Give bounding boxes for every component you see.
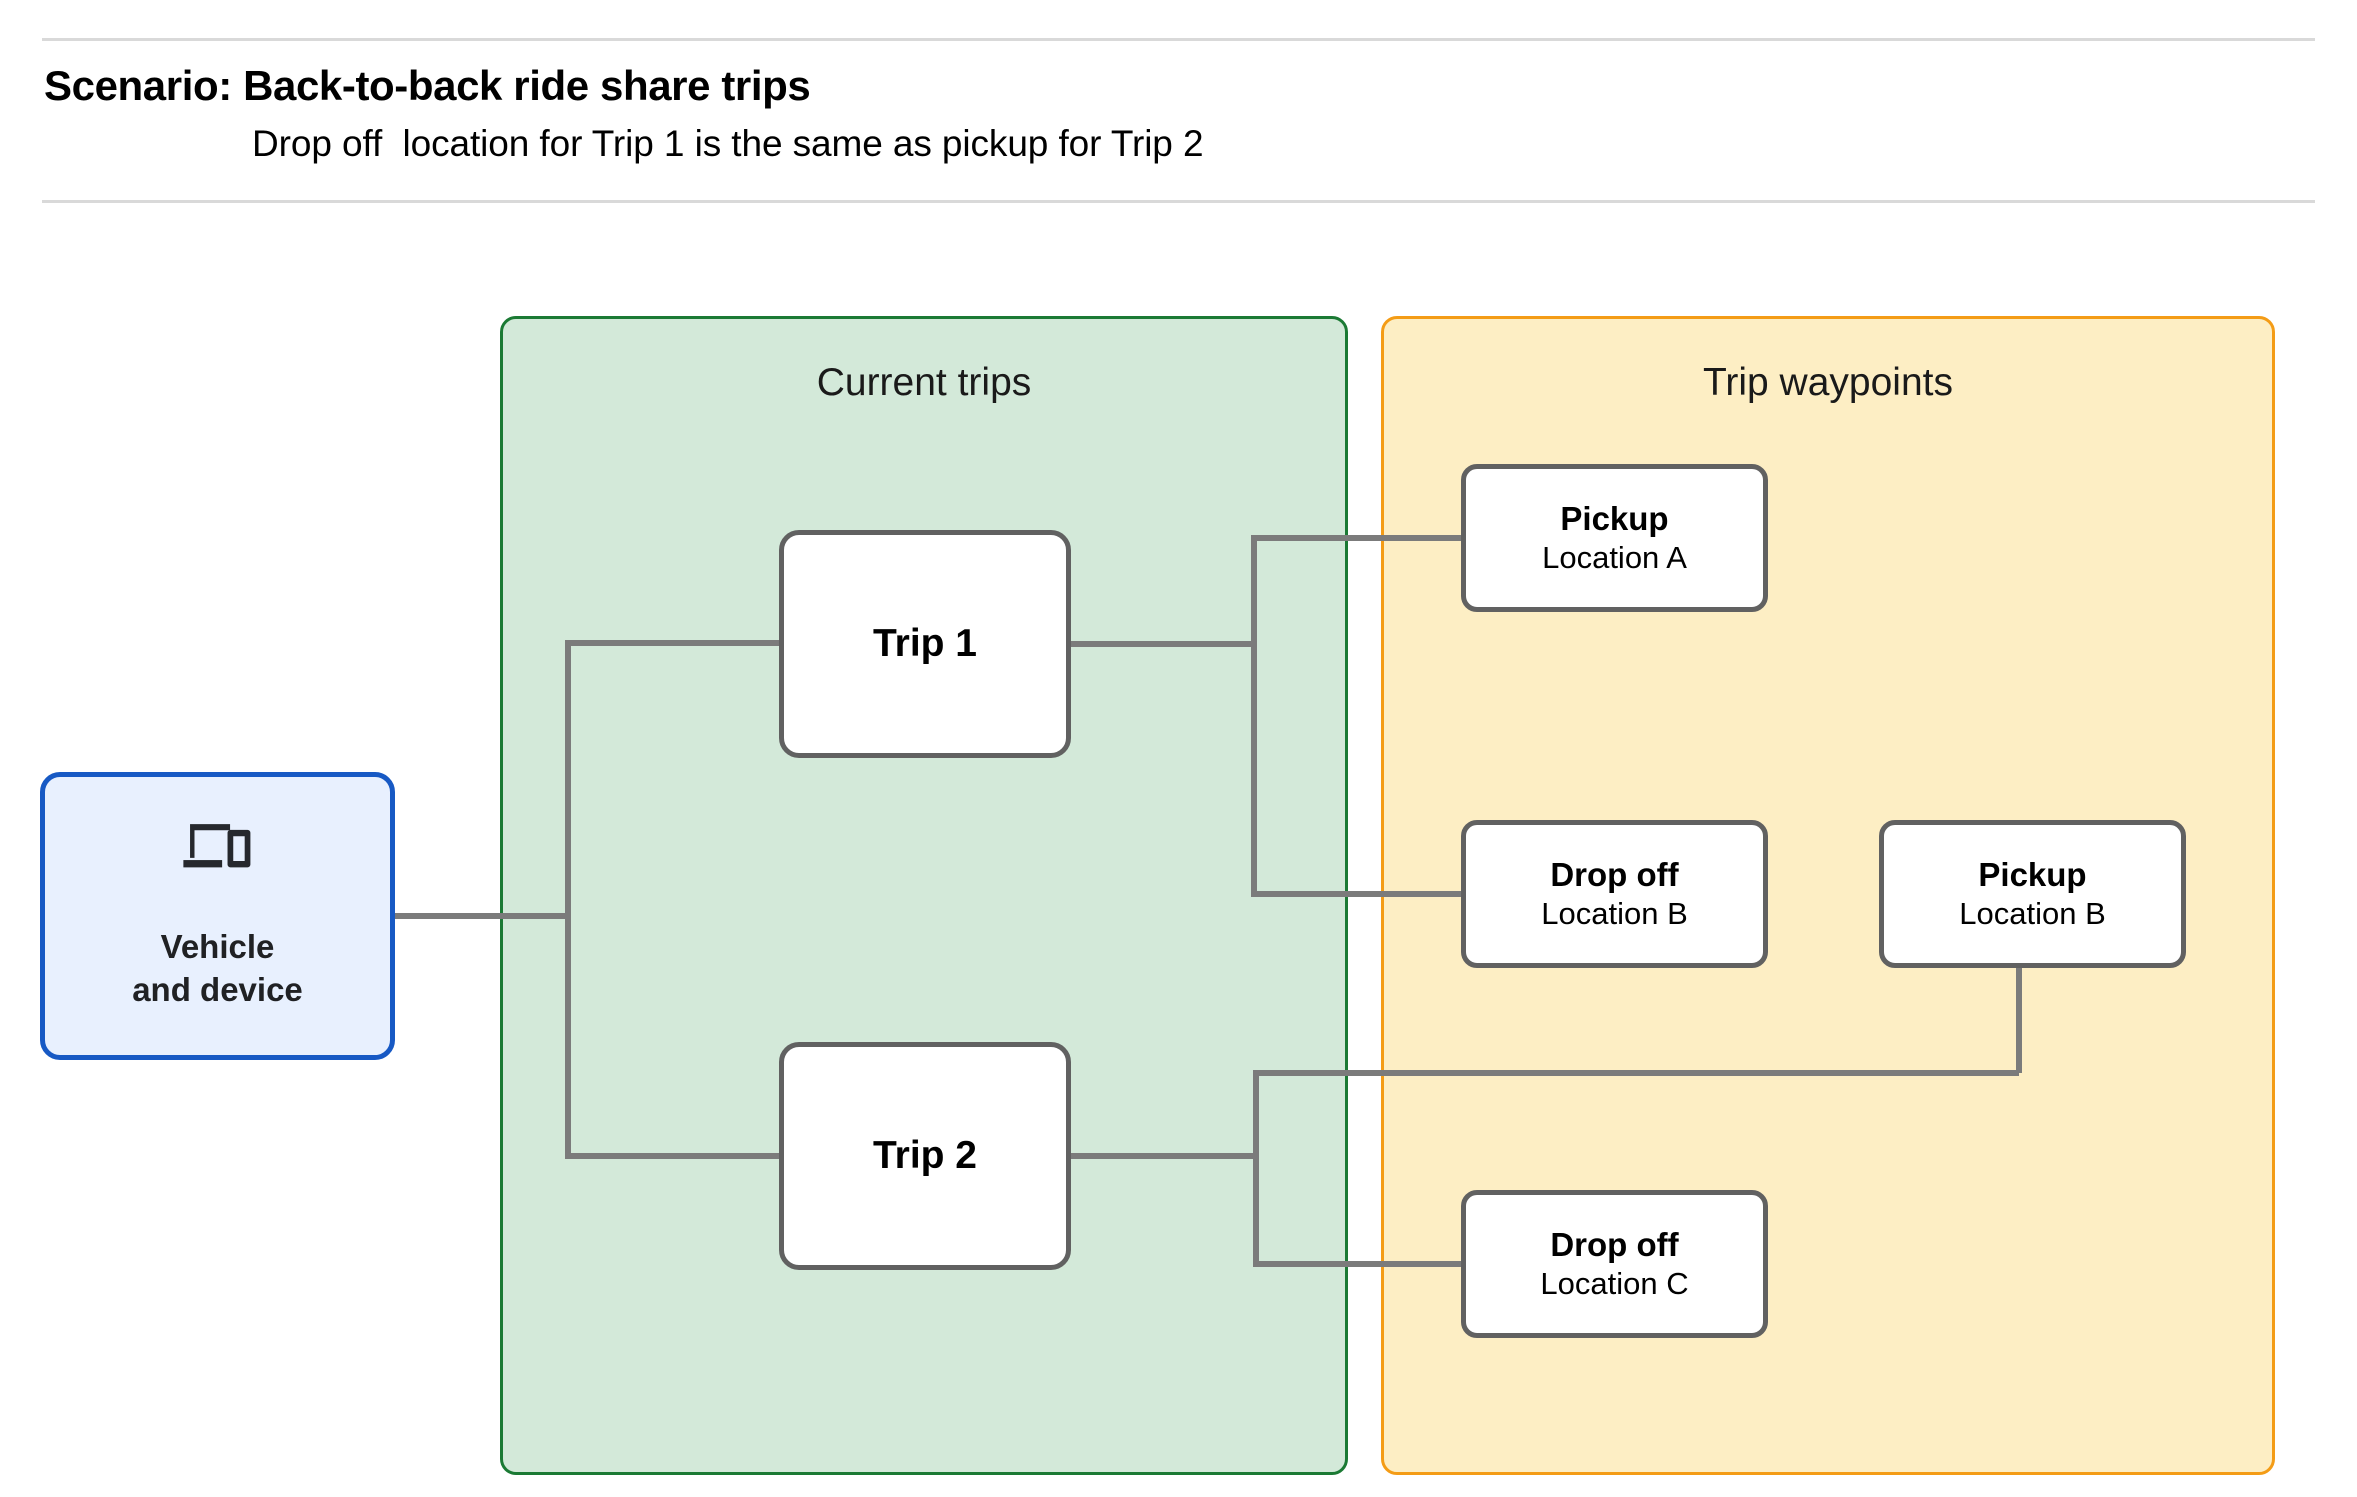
node-waypoint-pickup-a[interactable]: Pickup Location A xyxy=(1461,464,1768,612)
waypoint-dropoff-b-location: Location B xyxy=(1541,895,1688,931)
node-waypoint-dropoff-c[interactable]: Drop off Location C xyxy=(1461,1190,1768,1338)
waypoint-pickup-b-kind: Pickup xyxy=(1978,855,2087,893)
header-divider-top xyxy=(42,38,2315,41)
trip-1-label: Trip 1 xyxy=(872,622,978,665)
node-vehicle-and-device[interactable]: Vehicle and device xyxy=(40,772,395,1060)
panel-trip-waypoints-title: Trip waypoints xyxy=(1703,361,1953,404)
node-trip-1[interactable]: Trip 1 xyxy=(779,530,1071,758)
waypoint-dropoff-c-kind: Drop off xyxy=(1550,1225,1679,1263)
node-waypoint-dropoff-b[interactable]: Drop off Location B xyxy=(1461,820,1768,968)
waypoint-pickup-b-location: Location B xyxy=(1959,895,2106,931)
waypoint-dropoff-c-location: Location C xyxy=(1540,1265,1689,1301)
vehicle-label-line2: and device xyxy=(132,970,303,1008)
waypoint-pickup-a-kind: Pickup xyxy=(1560,499,1669,537)
trip-2-label: Trip 2 xyxy=(872,1134,978,1177)
vehicle-label-line1: Vehicle xyxy=(160,928,275,966)
devices-icon xyxy=(179,821,257,880)
panel-current-trips: Current trips xyxy=(500,316,1348,1475)
node-trip-2[interactable]: Trip 2 xyxy=(779,1042,1071,1270)
waypoint-pickup-a-location: Location A xyxy=(1542,539,1687,575)
page-subtitle: Drop off location for Trip 1 is the same… xyxy=(252,123,1204,164)
panel-current-trips-title: Current trips xyxy=(816,361,1032,404)
page-title: Scenario: Back-to-back ride share trips xyxy=(44,62,811,109)
node-waypoint-pickup-b[interactable]: Pickup Location B xyxy=(1879,820,2186,968)
waypoint-dropoff-b-kind: Drop off xyxy=(1550,855,1679,893)
header-divider-bottom xyxy=(42,200,2315,203)
